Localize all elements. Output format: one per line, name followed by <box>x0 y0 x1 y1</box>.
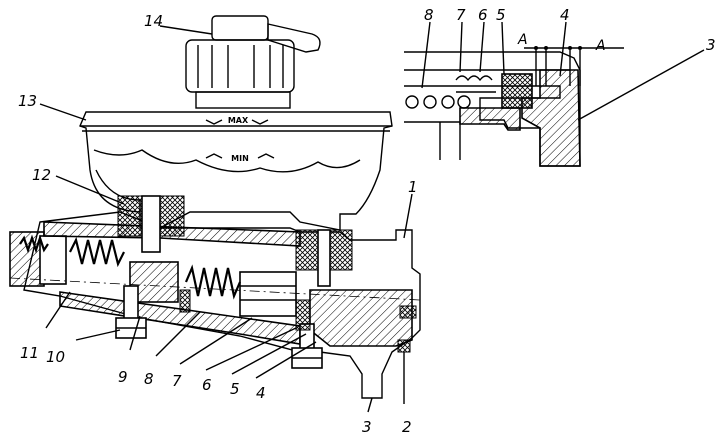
cylinder-body <box>9 195 421 399</box>
callout-14: 14 <box>144 12 163 30</box>
detail-callout-3: 3 <box>706 36 716 54</box>
leader-lines <box>39 25 413 413</box>
callout-2: 2 <box>402 418 412 436</box>
callout-7: 7 <box>172 372 182 390</box>
detail-callout-7: 7 <box>456 6 466 24</box>
callout-5: 5 <box>230 380 240 398</box>
detail-callouts: 8 7 6 5 4 3 A A <box>424 6 716 54</box>
callout-13: 13 <box>18 92 37 110</box>
section-a-left: A <box>517 32 528 48</box>
callout-numbers: 14 13 12 1 11 10 9 8 7 6 5 4 3 2 <box>18 12 418 436</box>
callout-10: 10 <box>46 348 65 366</box>
callout-6: 6 <box>202 376 212 394</box>
detail-callout-4: 4 <box>560 6 570 24</box>
callout-11: 11 <box>20 344 39 362</box>
min-mark: MIN <box>231 154 249 163</box>
detail-inset <box>404 21 705 167</box>
detail-callout-8: 8 <box>424 6 434 24</box>
detail-callout-6: 6 <box>478 6 488 24</box>
reservoir-cap <box>185 15 321 109</box>
detail-callout-5: 5 <box>496 6 506 24</box>
max-mark: MAX <box>228 116 249 125</box>
section-a-right: A <box>595 38 606 54</box>
reservoir-body: MAX MIN <box>79 111 393 231</box>
callout-8: 8 <box>144 370 154 388</box>
callout-9: 9 <box>118 368 128 386</box>
callout-1: 1 <box>408 178 418 196</box>
callout-12: 12 <box>32 166 51 184</box>
callout-3: 3 <box>362 418 372 436</box>
callout-4: 4 <box>256 384 266 402</box>
